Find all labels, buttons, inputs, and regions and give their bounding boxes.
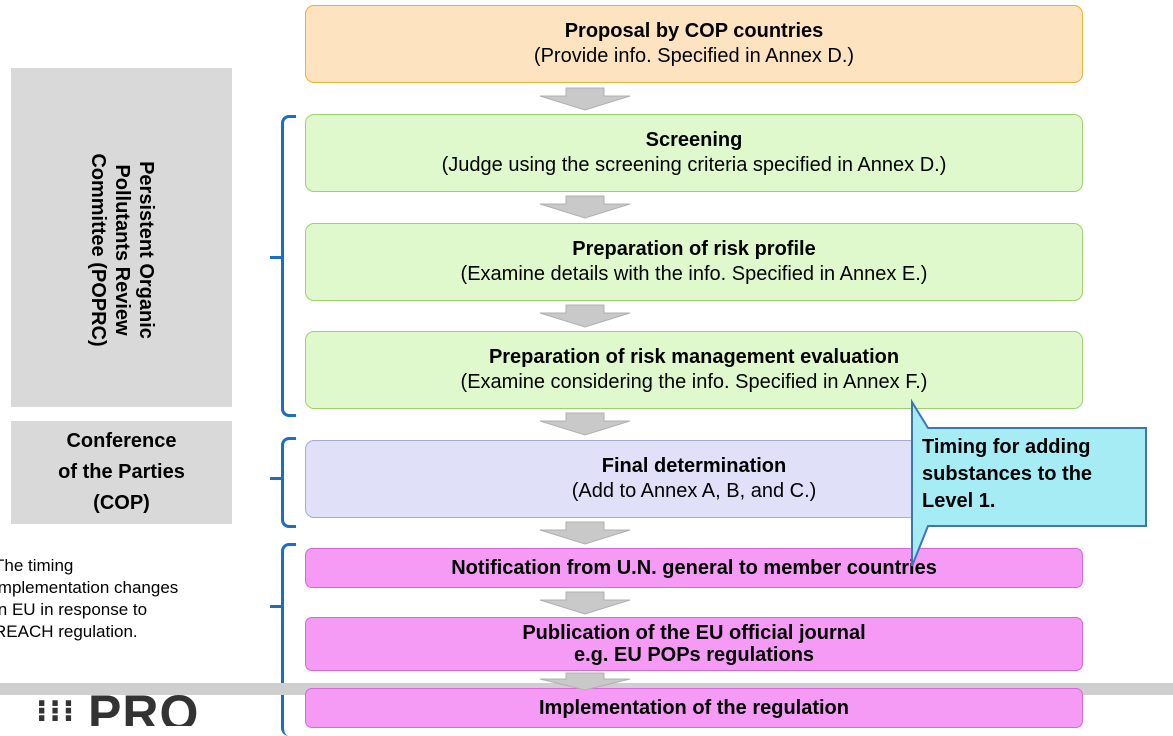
poprc-line-1: Persistent Organic bbox=[135, 161, 157, 339]
risk-eval-sub: (Examine considering the info. Specified… bbox=[460, 371, 928, 393]
note-line-2: implementation changes bbox=[0, 578, 179, 597]
cop-bracket-tick bbox=[270, 477, 282, 480]
eu-bracket bbox=[281, 543, 296, 736]
risk-profile-sub: (Examine details with the info. Specifie… bbox=[460, 263, 928, 285]
poprc-bracket-tick bbox=[270, 256, 282, 259]
screening-sub: (Judge using the screening criteria spec… bbox=[441, 154, 947, 176]
arrow-down-4 bbox=[539, 412, 631, 436]
publication-line-1: Publication of the EU official journal bbox=[522, 622, 866, 644]
final-sub: (Add to Annex A, B, and C.) bbox=[571, 480, 817, 502]
step-screening: Screening (Judge using the screening cri… bbox=[305, 114, 1083, 192]
callout-text: Timing for adding substances to the Leve… bbox=[922, 434, 1092, 515]
logo-text: PRO bbox=[88, 688, 200, 726]
risk-eval-title: Preparation of risk management evaluatio… bbox=[488, 346, 900, 368]
poprc-panel bbox=[11, 68, 232, 407]
implementation-title: Implementation of the regulation bbox=[538, 696, 849, 719]
step-risk-evaluation: Preparation of risk management evaluatio… bbox=[305, 331, 1083, 409]
note-line-1: The timing bbox=[0, 556, 74, 575]
proposal-sub: (Provide info. Specified in Annex D.) bbox=[533, 45, 855, 67]
cop-bracket bbox=[281, 437, 296, 528]
poprc-bracket bbox=[281, 115, 296, 417]
cop-line-1: Conference bbox=[66, 430, 177, 452]
cop-line-3: (COP) bbox=[93, 492, 150, 514]
callout-line-3: Level 1. bbox=[922, 490, 996, 512]
arrow-down-2 bbox=[539, 195, 631, 219]
eu-bracket-tick bbox=[270, 605, 282, 608]
logo-dots-icon: ⁝⁝⁝ bbox=[36, 695, 77, 726]
step-proposal: Proposal by COP countries (Provide info.… bbox=[305, 5, 1083, 83]
poprc-line-3: Committee (POPRC) bbox=[87, 153, 109, 347]
screening-title: Screening bbox=[645, 129, 743, 151]
step-publication: Publication of the EU official journal e… bbox=[305, 617, 1083, 671]
note-line-4: REACH regulation. bbox=[0, 622, 138, 641]
note-line-3: in EU in response to bbox=[0, 600, 148, 619]
publication-line-2: e.g. EU POPs regulations bbox=[573, 644, 815, 666]
step-risk-profile: Preparation of risk profile (Examine det… bbox=[305, 223, 1083, 301]
arrow-down-6 bbox=[539, 591, 631, 615]
final-title: Final determination bbox=[601, 455, 787, 477]
step-implementation: Implementation of the regulation bbox=[305, 688, 1083, 728]
arrow-down-5 bbox=[539, 521, 631, 545]
proposal-title: Proposal by COP countries bbox=[564, 20, 824, 42]
cop-line-2: of the Parties bbox=[58, 461, 185, 483]
cop-label: Conference of the Parties (COP) bbox=[11, 426, 232, 519]
cop-panel bbox=[11, 421, 232, 524]
arrow-down-1 bbox=[539, 87, 631, 111]
callout-line-1: Timing for adding bbox=[922, 436, 1091, 458]
risk-profile-title: Preparation of risk profile bbox=[572, 238, 816, 260]
logo: ⁝⁝⁝ PRO bbox=[36, 688, 236, 726]
poprc-label: Persistent Organic Pollutants Review Com… bbox=[86, 110, 158, 390]
callout-line-2: substances to the bbox=[922, 463, 1093, 485]
arrow-down-3 bbox=[539, 304, 631, 328]
notification-title: Notification from U.N. general to member… bbox=[451, 556, 937, 579]
step-notification: Notification from U.N. general to member… bbox=[305, 548, 1083, 588]
eu-timing-note: The timing implementation changes in EU … bbox=[0, 555, 178, 643]
poprc-line-2: Pollutants Review bbox=[111, 164, 133, 336]
